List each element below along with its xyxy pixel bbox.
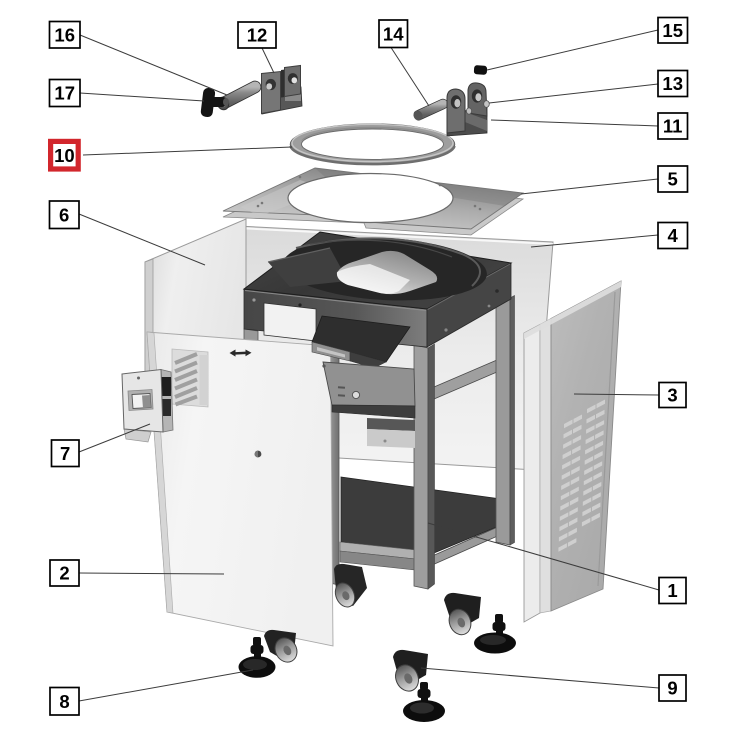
- svg-text:14: 14: [383, 23, 404, 44]
- svg-text:5: 5: [668, 169, 678, 190]
- svg-text:7: 7: [60, 443, 70, 464]
- svg-text:12: 12: [247, 25, 268, 46]
- svg-text:10: 10: [54, 145, 75, 166]
- svg-text:6: 6: [59, 204, 69, 225]
- svg-text:13: 13: [662, 73, 683, 94]
- svg-text:3: 3: [667, 385, 677, 406]
- svg-text:4: 4: [668, 225, 679, 246]
- svg-text:17: 17: [54, 83, 75, 104]
- svg-text:16: 16: [54, 24, 75, 45]
- svg-text:9: 9: [667, 678, 677, 699]
- svg-text:15: 15: [662, 20, 683, 41]
- svg-text:2: 2: [59, 563, 69, 584]
- svg-text:11: 11: [663, 116, 683, 137]
- svg-text:1: 1: [667, 580, 677, 601]
- svg-text:8: 8: [59, 691, 69, 712]
